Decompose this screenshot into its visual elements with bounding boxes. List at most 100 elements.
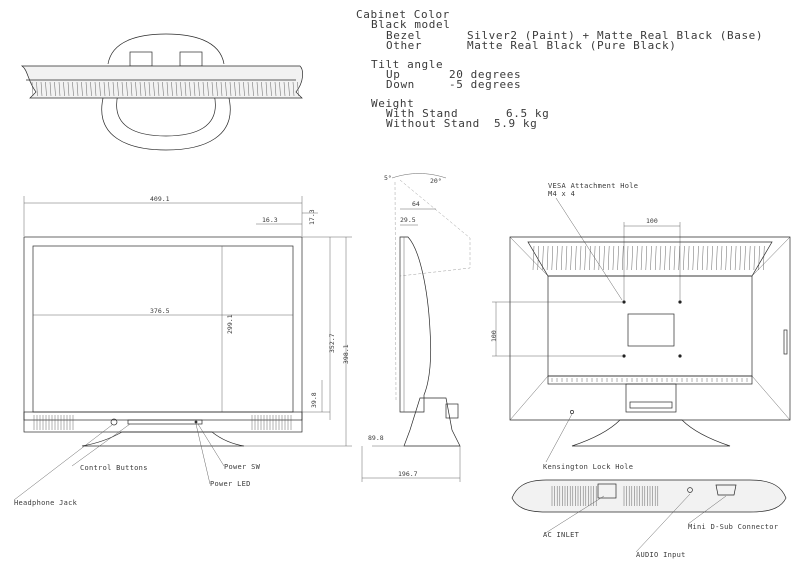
top-vents-stroke [117, 81, 119, 97]
bottom-vents [551, 486, 659, 506]
weight-heading: Weight [371, 97, 414, 110]
top-vents-stroke [256, 81, 259, 97]
top-vents-stroke [103, 81, 106, 97]
top-vents-stroke [63, 81, 65, 97]
with-stand-label: With Stand [386, 107, 458, 120]
front-vent-right [251, 415, 292, 430]
top-vents-stroke [292, 81, 295, 97]
back-vents-stroke [532, 245, 535, 271]
back-vents-stroke [645, 245, 648, 271]
top-vents-stroke [274, 81, 277, 97]
dim-screen-height: 299.1 [226, 314, 234, 334]
dim-width-value: 409.1 [150, 195, 170, 203]
back-vents [532, 245, 765, 271]
top-vents-stroke [189, 81, 191, 97]
back-vents-stroke [706, 245, 709, 271]
tilt-down-label: Down [386, 78, 415, 91]
top-vents-stroke [121, 81, 124, 97]
top-vents-stroke [130, 81, 133, 97]
callout-audio-input: AUDIO Input [636, 551, 686, 559]
back-vents-stroke [678, 245, 680, 271]
leader-kensington [545, 413, 573, 463]
top-vents-stroke [76, 81, 79, 97]
back-vents-stroke [720, 245, 723, 271]
vesa-hole-br-icon [678, 354, 682, 358]
audio-input-port [687, 487, 693, 493]
tilt-down-value: -5 degrees [449, 78, 521, 91]
other-label: Other [386, 39, 422, 52]
back-vents-stroke [575, 245, 577, 271]
vesa-hole-tl-icon [622, 300, 626, 304]
back-vents-stroke [664, 245, 666, 271]
back-vents-stroke [612, 245, 615, 271]
top-vents-stroke [270, 81, 272, 97]
back-vents-stroke [744, 245, 746, 271]
top-vents-stroke [283, 81, 286, 97]
leader-power-sw [197, 423, 225, 467]
back-vents-stroke [748, 245, 751, 271]
top-vents-stroke [171, 81, 173, 97]
top-vents-stroke [184, 81, 187, 97]
back-bevel-tl [509, 236, 549, 277]
callout-power-sw: Power SW [224, 463, 261, 471]
tilt-angle-heading: Tilt angle [371, 58, 443, 71]
dim-offset-value: 16.3 [262, 216, 278, 224]
back-vents-stroke [584, 245, 586, 271]
without-stand-label: Without Stand [386, 117, 480, 130]
dim-total-height-value: 398.1 [342, 344, 350, 364]
with-stand-value: 6.5 kg [506, 107, 549, 120]
back-vents-stroke [730, 245, 732, 271]
dim-vesa-v: 100 [490, 330, 498, 342]
back-vents-stroke [753, 245, 756, 271]
bezel-value: Silver2 (Paint) + Matte Real Black (Base… [467, 29, 763, 42]
back-vents-stroke [593, 245, 596, 271]
top-vents-stroke [162, 81, 164, 97]
control-buttons [127, 419, 203, 425]
back-vents-stroke [701, 245, 704, 271]
back-vents-stroke [607, 245, 610, 271]
back-vents-stroke [560, 245, 563, 271]
top-vents-stroke [166, 81, 169, 97]
top-vents-stroke [265, 81, 268, 97]
dim-base-front: 89.8 [368, 434, 384, 442]
tilt-ghost-back [399, 179, 471, 277]
black-model-label: Black model [371, 18, 450, 31]
dim-tilt-up: 20° [430, 177, 442, 185]
dim-bezel-bottom-value: 39.8 [310, 392, 318, 408]
top-vents-stroke [202, 81, 205, 97]
top-vents-stroke [108, 81, 110, 97]
tilt-up-value: 20 degrees [449, 68, 521, 81]
front-vent-left [33, 415, 74, 430]
vesa-plate [627, 313, 675, 347]
top-vents-stroke [85, 81, 88, 97]
callout-kensington: Kensington Lock Hole [543, 463, 633, 471]
callout-ac-inlet: AC INLET [543, 531, 580, 539]
back-vents-stroke [636, 245, 638, 271]
top-vents-stroke [288, 81, 290, 97]
dim-depth-top: 64 [412, 200, 420, 208]
leader-power-led [195, 423, 211, 485]
top-vents-stroke [198, 81, 200, 97]
top-vents-stroke [211, 81, 214, 97]
top-vents-stroke [54, 81, 56, 97]
top-vents-stroke [193, 81, 196, 97]
back-vents-stroke [622, 245, 624, 271]
leader-vesa [555, 197, 623, 301]
top-vents-stroke [216, 81, 218, 97]
back-vents-stroke [603, 245, 605, 271]
back-vents-stroke [617, 245, 619, 271]
top-vents-stroke [279, 81, 281, 97]
top-vents-stroke [153, 81, 155, 97]
top-vents-stroke [180, 81, 182, 97]
headphone-jack-icon [110, 418, 118, 426]
top-vents-stroke [234, 81, 236, 97]
back-bevel-br [751, 375, 791, 421]
back-vents-stroke [626, 245, 629, 271]
top-vents-stroke [31, 81, 34, 97]
top-vents-stroke [175, 81, 178, 97]
back-stand-base [571, 419, 731, 447]
back-vents-stroke [556, 245, 558, 271]
back-vents-stroke [683, 245, 685, 271]
back-vents-stroke [654, 245, 657, 271]
dim-tilt-down: 5° [384, 174, 392, 182]
